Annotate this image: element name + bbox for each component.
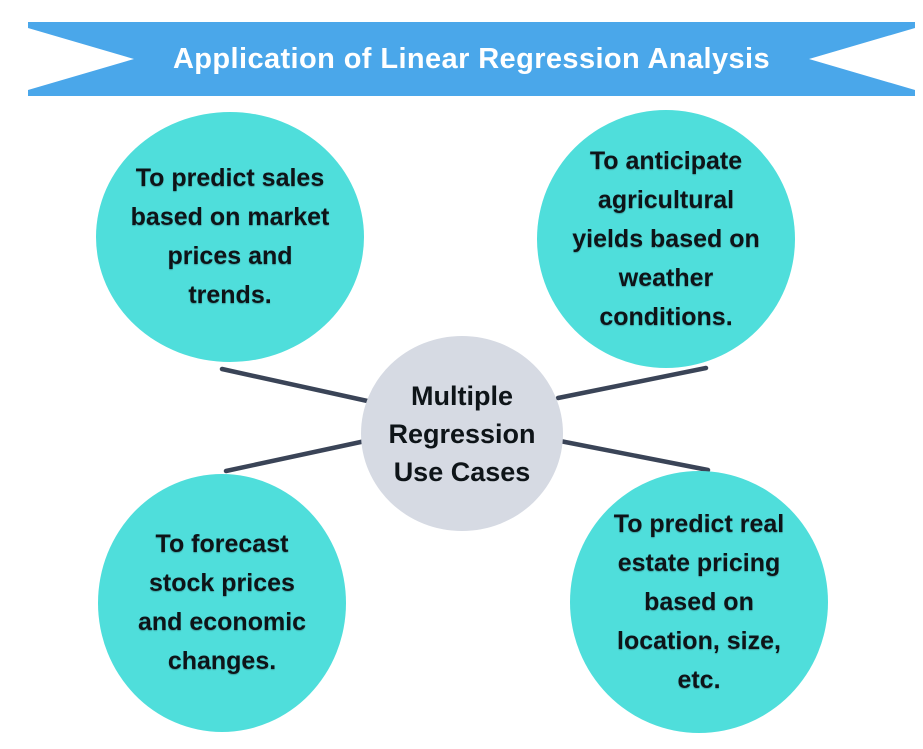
node-predict-sales: To predict sales based on market prices … [96,112,364,362]
node-stock-prices: To forecast stock prices and economic ch… [98,474,346,732]
connector-top-left [219,366,375,405]
center-node: Multiple Regression Use Cases [361,336,563,531]
connector-top-right [555,365,709,401]
title-ribbon: Application of Linear Regression Analysi… [28,22,915,96]
node-agricultural-yields: To anticipate agricultural yields based … [537,110,795,368]
page-title: Application of Linear Regression Analysi… [172,42,771,75]
connector-bottom-right [557,438,711,473]
node-stock-prices-label: To forecast stock prices and economic ch… [137,530,307,675]
node-real-estate-label: To predict real estate pricing based on … [613,509,785,694]
node-agricultural-yields-label: To anticipate agricultural yields based … [572,146,760,331]
node-real-estate: To predict real estate pricing based on … [570,471,828,733]
node-predict-sales-label: To predict sales based on market prices … [130,164,330,309]
connector-bottom-left [223,437,373,474]
center-node-label: Multiple Regression Use Cases [388,380,536,487]
